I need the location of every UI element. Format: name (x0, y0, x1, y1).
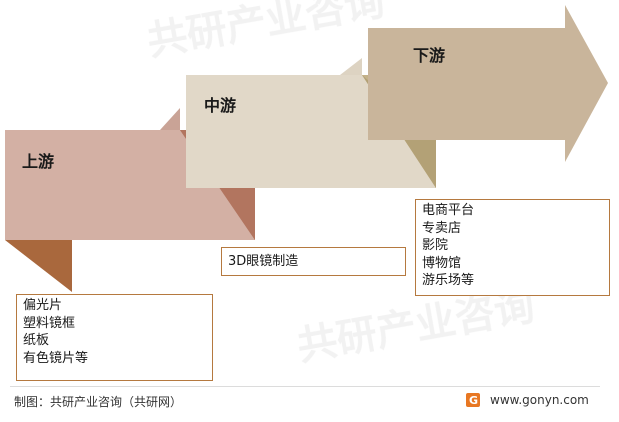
upstream-title: 上游 (22, 152, 55, 171)
upstream-item: 有色镜片等 (23, 350, 89, 366)
gonyn-logo-icon: G (466, 393, 480, 407)
upstream-item: 纸板 (23, 333, 50, 348)
downstream-item: 博物馆 (422, 255, 462, 271)
source-credit: 制图：共研产业咨询（共研网） (14, 395, 183, 409)
footer-divider (10, 386, 600, 387)
website-link[interactable]: www.gonyn.com (490, 393, 589, 407)
midstream-item: 3D眼镜制造 (228, 254, 299, 269)
downstream-item: 游乐场等 (422, 273, 475, 288)
midstream-fold-top (340, 58, 362, 75)
upstream-item: 塑料镜框 (23, 315, 76, 331)
upstream-item: 偏光片 (23, 298, 63, 313)
downstream-item: 专卖店 (422, 220, 462, 236)
downstream-items-box: 电商平台 专卖店 影院 博物馆 游乐场等 (415, 199, 610, 296)
upstream-items-box: 偏光片 塑料镜框 纸板 有色镜片等 (16, 294, 213, 381)
downstream-title: 下游 (413, 46, 446, 65)
svg-text:G: G (469, 394, 478, 407)
downstream-item: 影院 (422, 238, 449, 253)
upstream-fold-top (160, 108, 180, 130)
watermark-text-1: 共研产业咨询 (144, 0, 388, 65)
upstream-tail (5, 240, 72, 292)
downstream-item: 电商平台 (422, 203, 475, 218)
downstream-arrow (368, 5, 608, 162)
midstream-items-box: 3D眼镜制造 (221, 247, 406, 276)
midstream-title: 中游 (204, 96, 237, 115)
